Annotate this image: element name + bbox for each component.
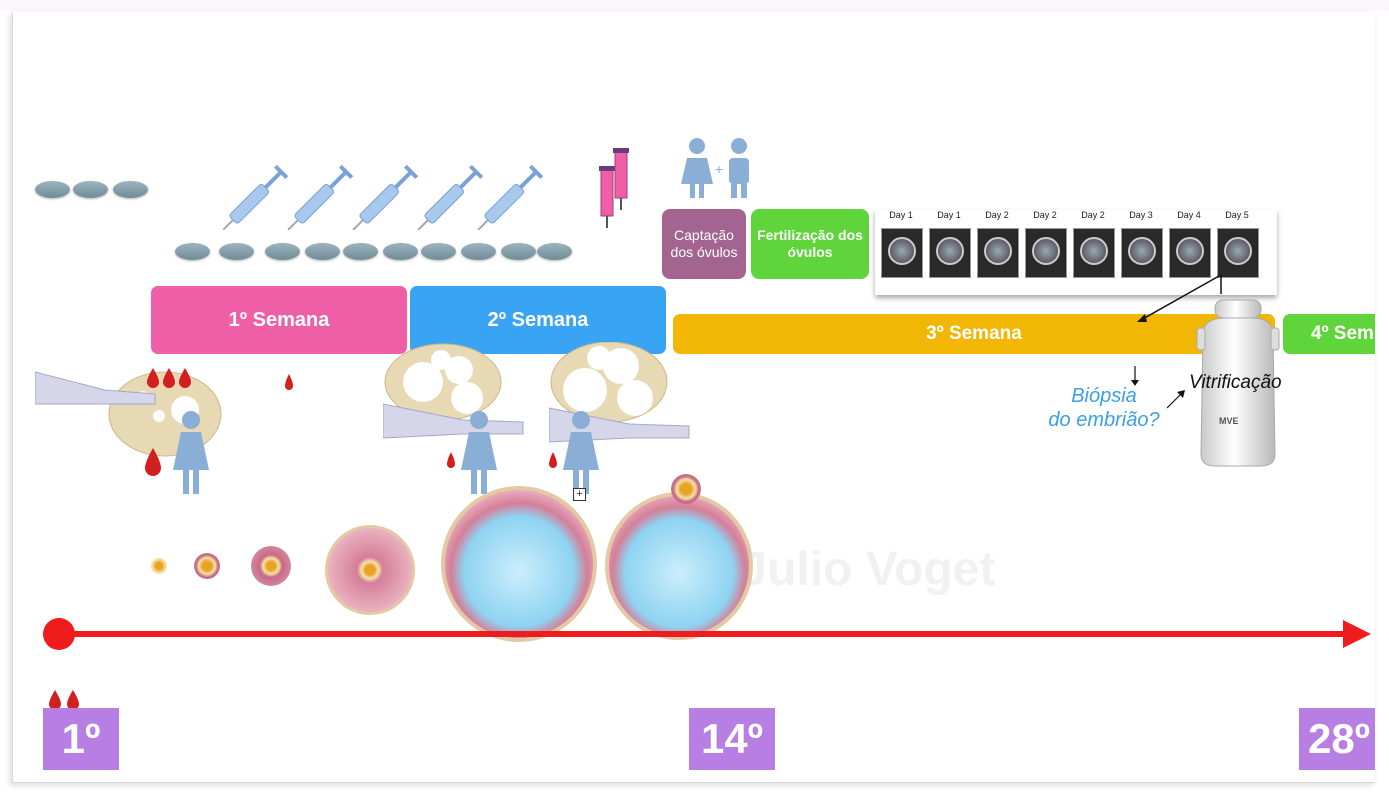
embryo-image [1121, 228, 1163, 278]
embryo-image [929, 228, 971, 278]
top-band [0, 0, 1389, 10]
day-label: Day 3 [1129, 210, 1153, 220]
week-3-bar: 3º Semana [673, 314, 1275, 354]
embryo-image [1169, 228, 1211, 278]
week-1-label: 1º Semana [228, 308, 330, 331]
week-4-bar: 4º Sem [1283, 314, 1375, 354]
timeline-arrowhead [1343, 620, 1371, 648]
follicle-icon [194, 553, 220, 579]
blood-drop-icon [447, 452, 455, 468]
captacao-label: Captação dos óvulos [670, 227, 738, 260]
day-label: Day 1 [889, 210, 913, 220]
biopsy-text: Biópsia do embrião? [1029, 384, 1179, 432]
day-label: Day 5 [1225, 210, 1249, 220]
blood-drop-icon [179, 368, 191, 388]
embryo-image [1217, 228, 1259, 278]
follicle-icon [605, 492, 753, 640]
pill-icon [383, 243, 418, 260]
pill-icon [73, 181, 108, 198]
biopsy-line2: do embrião? [1048, 409, 1160, 431]
slide: Dr. Julio Voget [12, 12, 1375, 783]
follicle-icon [251, 546, 291, 586]
nitrogen-tank-icon: MVE [1196, 299, 1280, 467]
syringe-icon [417, 164, 484, 230]
pill-icon [421, 243, 456, 260]
tank-label: MVE [1219, 416, 1239, 426]
blood-drop-icon [67, 690, 79, 710]
timeline [43, 618, 1371, 650]
pill-icon [113, 181, 148, 198]
woman-icon [173, 411, 209, 494]
vial-icon [599, 148, 629, 228]
week-4-label: 4º Sem [1311, 323, 1374, 344]
day-marker-middle: 14º [689, 708, 775, 770]
blood-drop-icon [285, 374, 293, 390]
ultrasound-probe-icon [35, 371, 156, 405]
ovary-ultrasound-3 [549, 342, 690, 443]
syringe-icon [352, 164, 419, 230]
expand-icon[interactable]: + [573, 488, 586, 501]
blood-drop-icon [49, 690, 61, 710]
embryo-image [1073, 228, 1115, 278]
pill-icon [343, 243, 378, 260]
ovary-ultrasound-2 [383, 343, 524, 439]
blood-drop-icon [145, 448, 161, 476]
syringe-icon [223, 164, 289, 230]
pill-icon [537, 243, 572, 260]
week-3-label: 3º Semana [926, 323, 1022, 344]
woman-icon [563, 411, 599, 494]
follicle-icon [441, 486, 597, 642]
day-label: Day 2 [985, 210, 1009, 220]
day-label: Day 2 [1081, 210, 1105, 220]
fertilizacao-label: Fertilização dos óvulos [757, 227, 863, 260]
syringe-icon [287, 164, 354, 230]
biopsy-line1: Biópsia [1071, 385, 1137, 407]
day-label: Day 2 [1033, 210, 1057, 220]
arrow-group [1131, 274, 1222, 409]
pill-icon [305, 243, 340, 260]
woman-icon [461, 411, 497, 494]
couple-icon: + [681, 138, 749, 198]
blood-drop-group [145, 368, 557, 476]
week-1-bar: 1º Semana [151, 286, 407, 354]
syringe-group [223, 164, 544, 230]
vitrification-text: Vitrificação [1189, 372, 1282, 393]
ultrasound-probe-icon [383, 403, 524, 439]
pill-icon [461, 243, 496, 260]
blood-drop-icon [549, 452, 557, 468]
day-label: Day 4 [1177, 210, 1201, 220]
fertilizacao-box: Fertilização dos óvulos [751, 209, 869, 279]
embryo-image [881, 228, 923, 278]
pill-icon [265, 243, 300, 260]
pill-icon [501, 243, 536, 260]
pill-icon [35, 181, 70, 198]
pill-icon [219, 243, 254, 260]
follicle-icon [151, 558, 167, 574]
pill-icon [175, 243, 210, 260]
released-ovum-icon [671, 474, 701, 504]
blood-drop-icon [147, 368, 159, 388]
embryo-image [1025, 228, 1067, 278]
svg-text:+: + [715, 161, 723, 177]
week-2-label: 2º Semana [487, 308, 589, 331]
embryo-image [977, 228, 1019, 278]
follicle-icon [325, 525, 415, 615]
captacao-box: Captação dos óvulos [662, 209, 746, 279]
blood-drop-pair [49, 690, 79, 710]
syringe-icon [477, 164, 544, 230]
day-marker-end: 28º [1299, 708, 1375, 770]
blood-drop-icon [163, 368, 175, 388]
day-marker-start: 1º [43, 708, 119, 770]
day-label: Day 1 [937, 210, 961, 220]
